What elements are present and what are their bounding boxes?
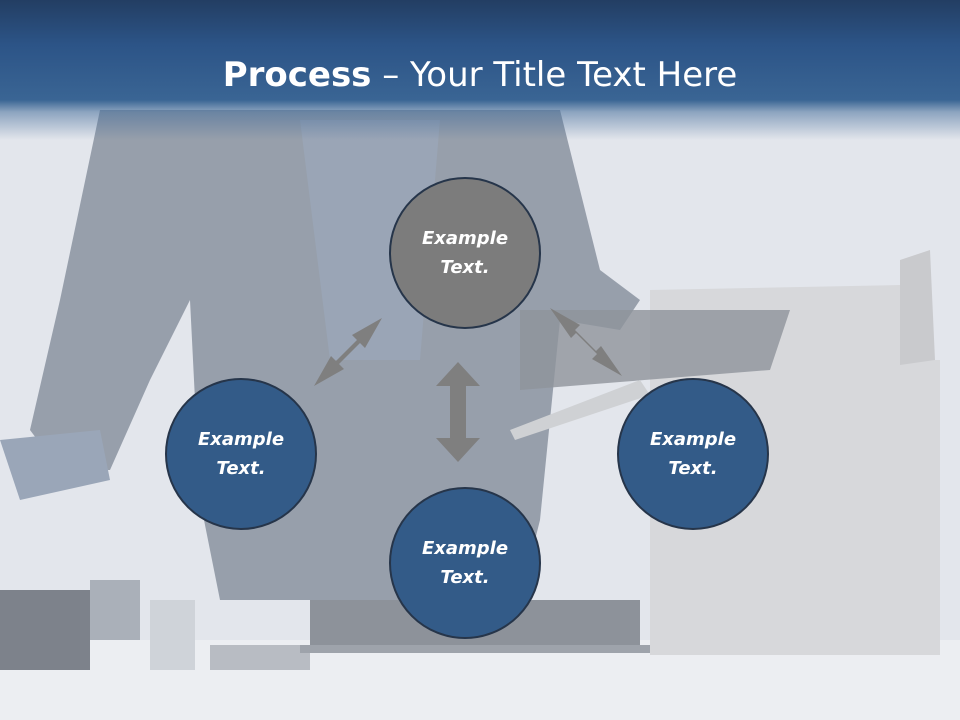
arrow-upper-right	[550, 308, 622, 376]
node-right: Example Text.	[617, 378, 769, 530]
node-right-line2: Text.	[668, 458, 718, 479]
title-bold: Process	[222, 55, 372, 95]
node-bottom-line1: Example	[421, 538, 509, 559]
title-rest: – Your Title Text Here	[371, 55, 738, 95]
node-bottom: Example Text.	[389, 487, 541, 639]
node-bottom-line2: Text.	[440, 567, 490, 588]
node-right-line1: Example	[649, 429, 737, 450]
node-left: Example Text.	[165, 378, 317, 530]
node-top-line1: Example	[421, 228, 509, 249]
node-top-line2: Text.	[440, 257, 490, 278]
node-left-line2: Text.	[216, 458, 266, 479]
arrow-upper-left	[314, 318, 382, 386]
arrow-vertical	[436, 362, 480, 462]
slide-title: Process – Your Title Text Here	[0, 50, 960, 100]
title-bar: Process – Your Title Text Here	[0, 0, 960, 150]
node-left-line1: Example	[197, 429, 285, 450]
node-top: Example Text.	[389, 177, 541, 329]
